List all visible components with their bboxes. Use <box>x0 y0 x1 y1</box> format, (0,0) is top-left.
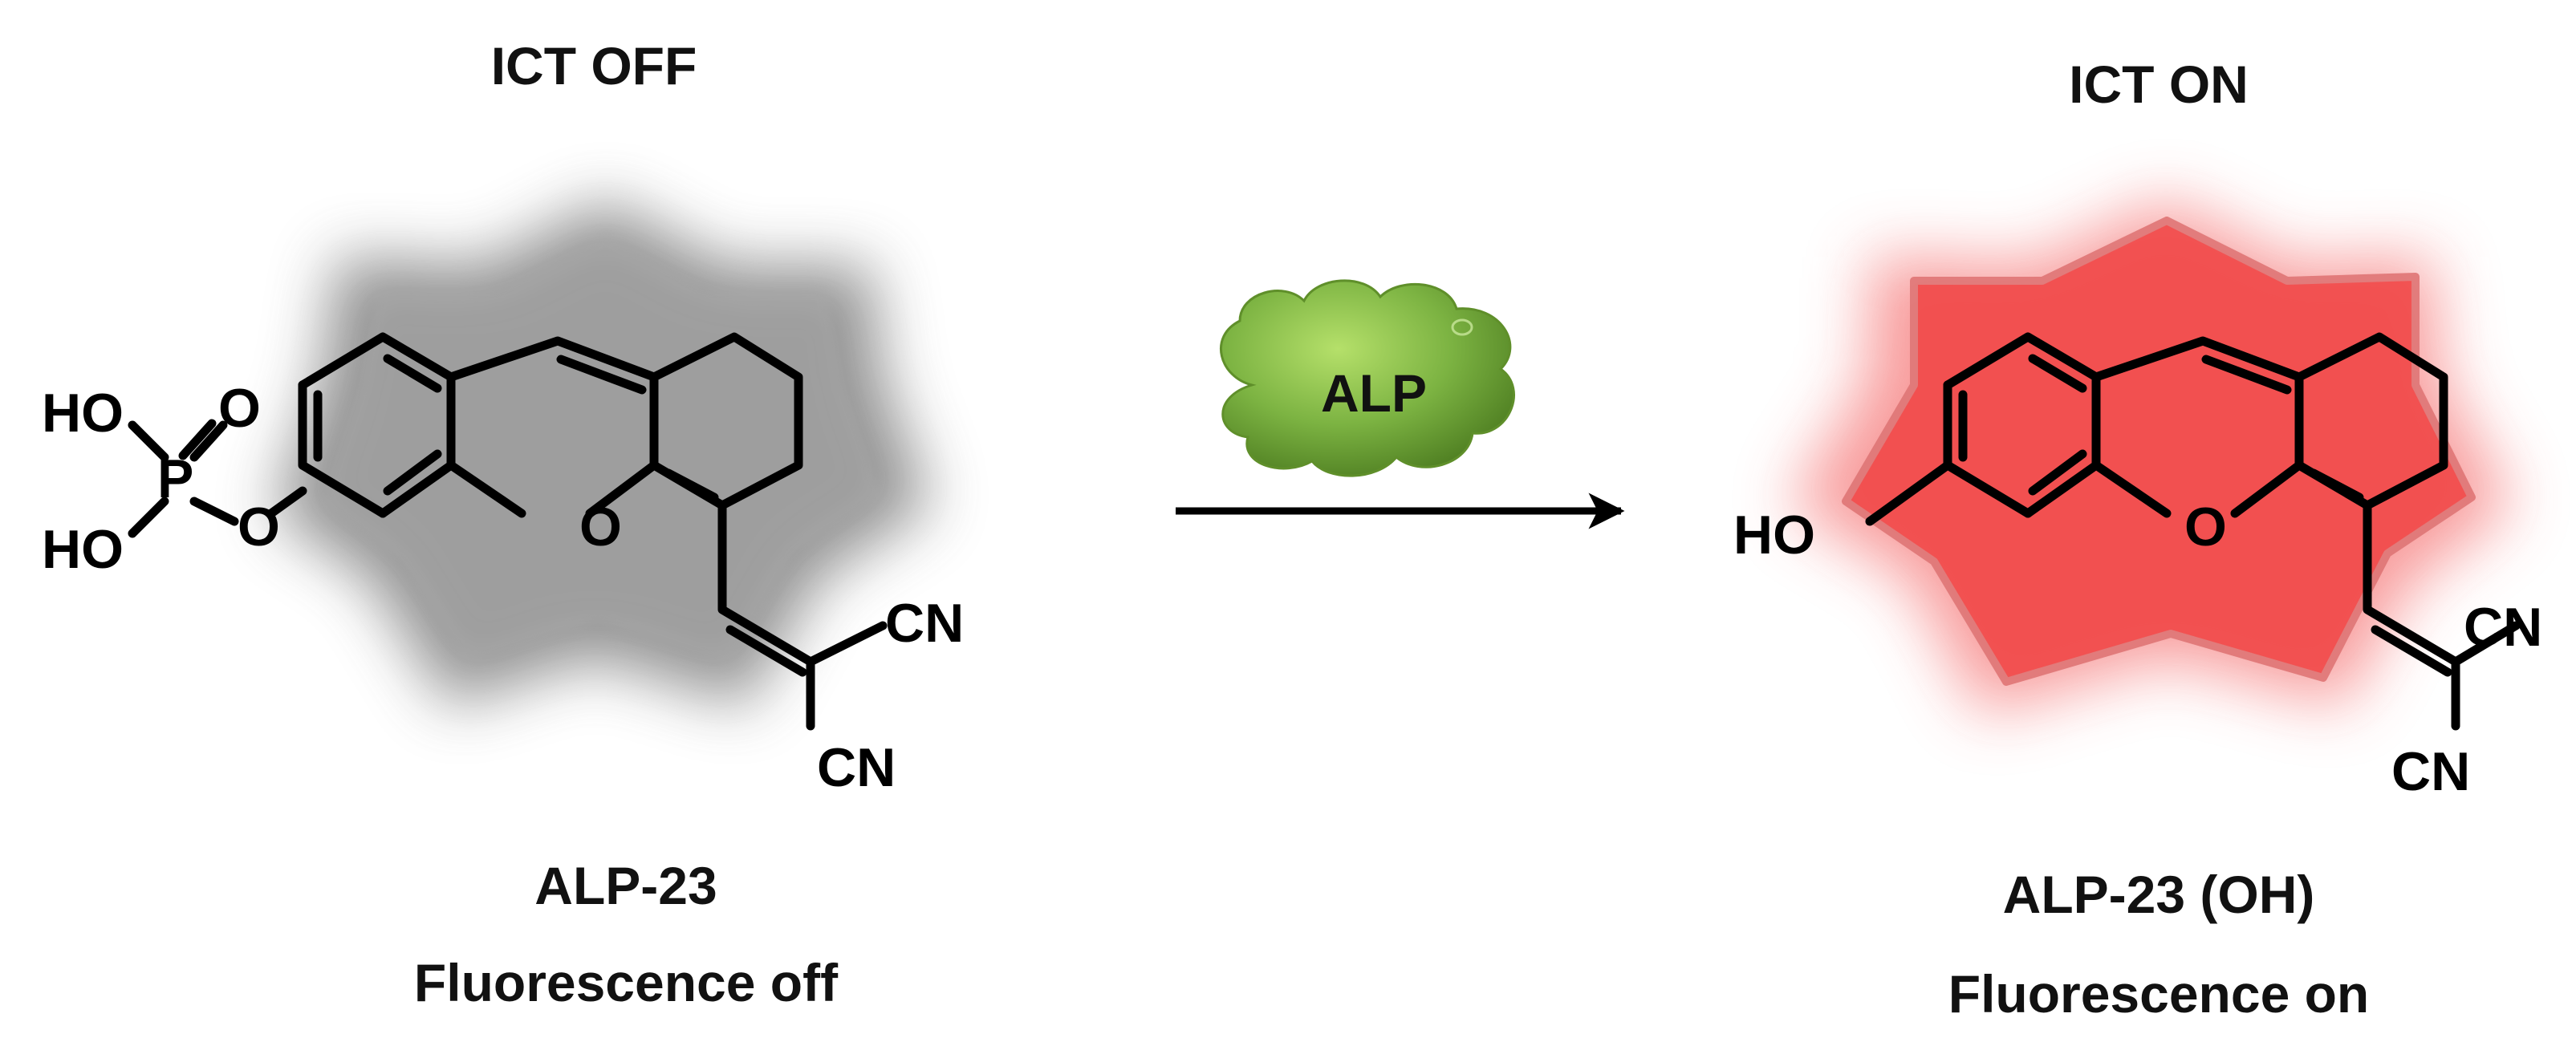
left-panel: ICT OFF <box>42 36 964 1012</box>
ict-off-label: ICT OFF <box>491 36 697 95</box>
red-glow-halo <box>1790 201 2512 714</box>
cn-top-label: CN <box>885 593 964 654</box>
ho-bottom-label: HO <box>42 519 124 580</box>
ict-on-label: ICT ON <box>2069 55 2249 114</box>
fluorescence-off-label: Fluorescence off <box>414 953 839 1012</box>
alp-enzyme-label: ALP <box>1321 363 1427 423</box>
bridge-o-label: O <box>238 497 280 557</box>
phosphate-group <box>128 419 307 538</box>
double-o-label: O <box>218 378 261 439</box>
ho-top-label: HO <box>42 383 124 444</box>
gray-glow-halo <box>273 201 931 706</box>
reaction-arrow-group: ALP <box>1176 279 1625 529</box>
cn-bottom-label: CN <box>817 737 896 798</box>
cn-bottom-label-right: CN <box>2391 741 2470 802</box>
alp-cloud-icon <box>1219 279 1515 477</box>
ring-o-label-right: O <box>2184 497 2227 557</box>
alp23-structure <box>298 332 888 731</box>
alp23-oh-structure <box>1865 332 2521 731</box>
fluorescence-on-label: Fluorescence on <box>1948 964 2370 1024</box>
alp23-name: ALP-23 <box>534 856 717 915</box>
alp23-oh-name: ALP-23 (OH) <box>2003 865 2315 924</box>
right-panel: ICT ON HO O C <box>1733 55 2542 1024</box>
cn-top-label-right: CN <box>2464 597 2542 658</box>
phosphorus-label: P <box>157 448 193 509</box>
ring-o-label: O <box>579 497 622 557</box>
ho-label: HO <box>1733 505 1815 566</box>
